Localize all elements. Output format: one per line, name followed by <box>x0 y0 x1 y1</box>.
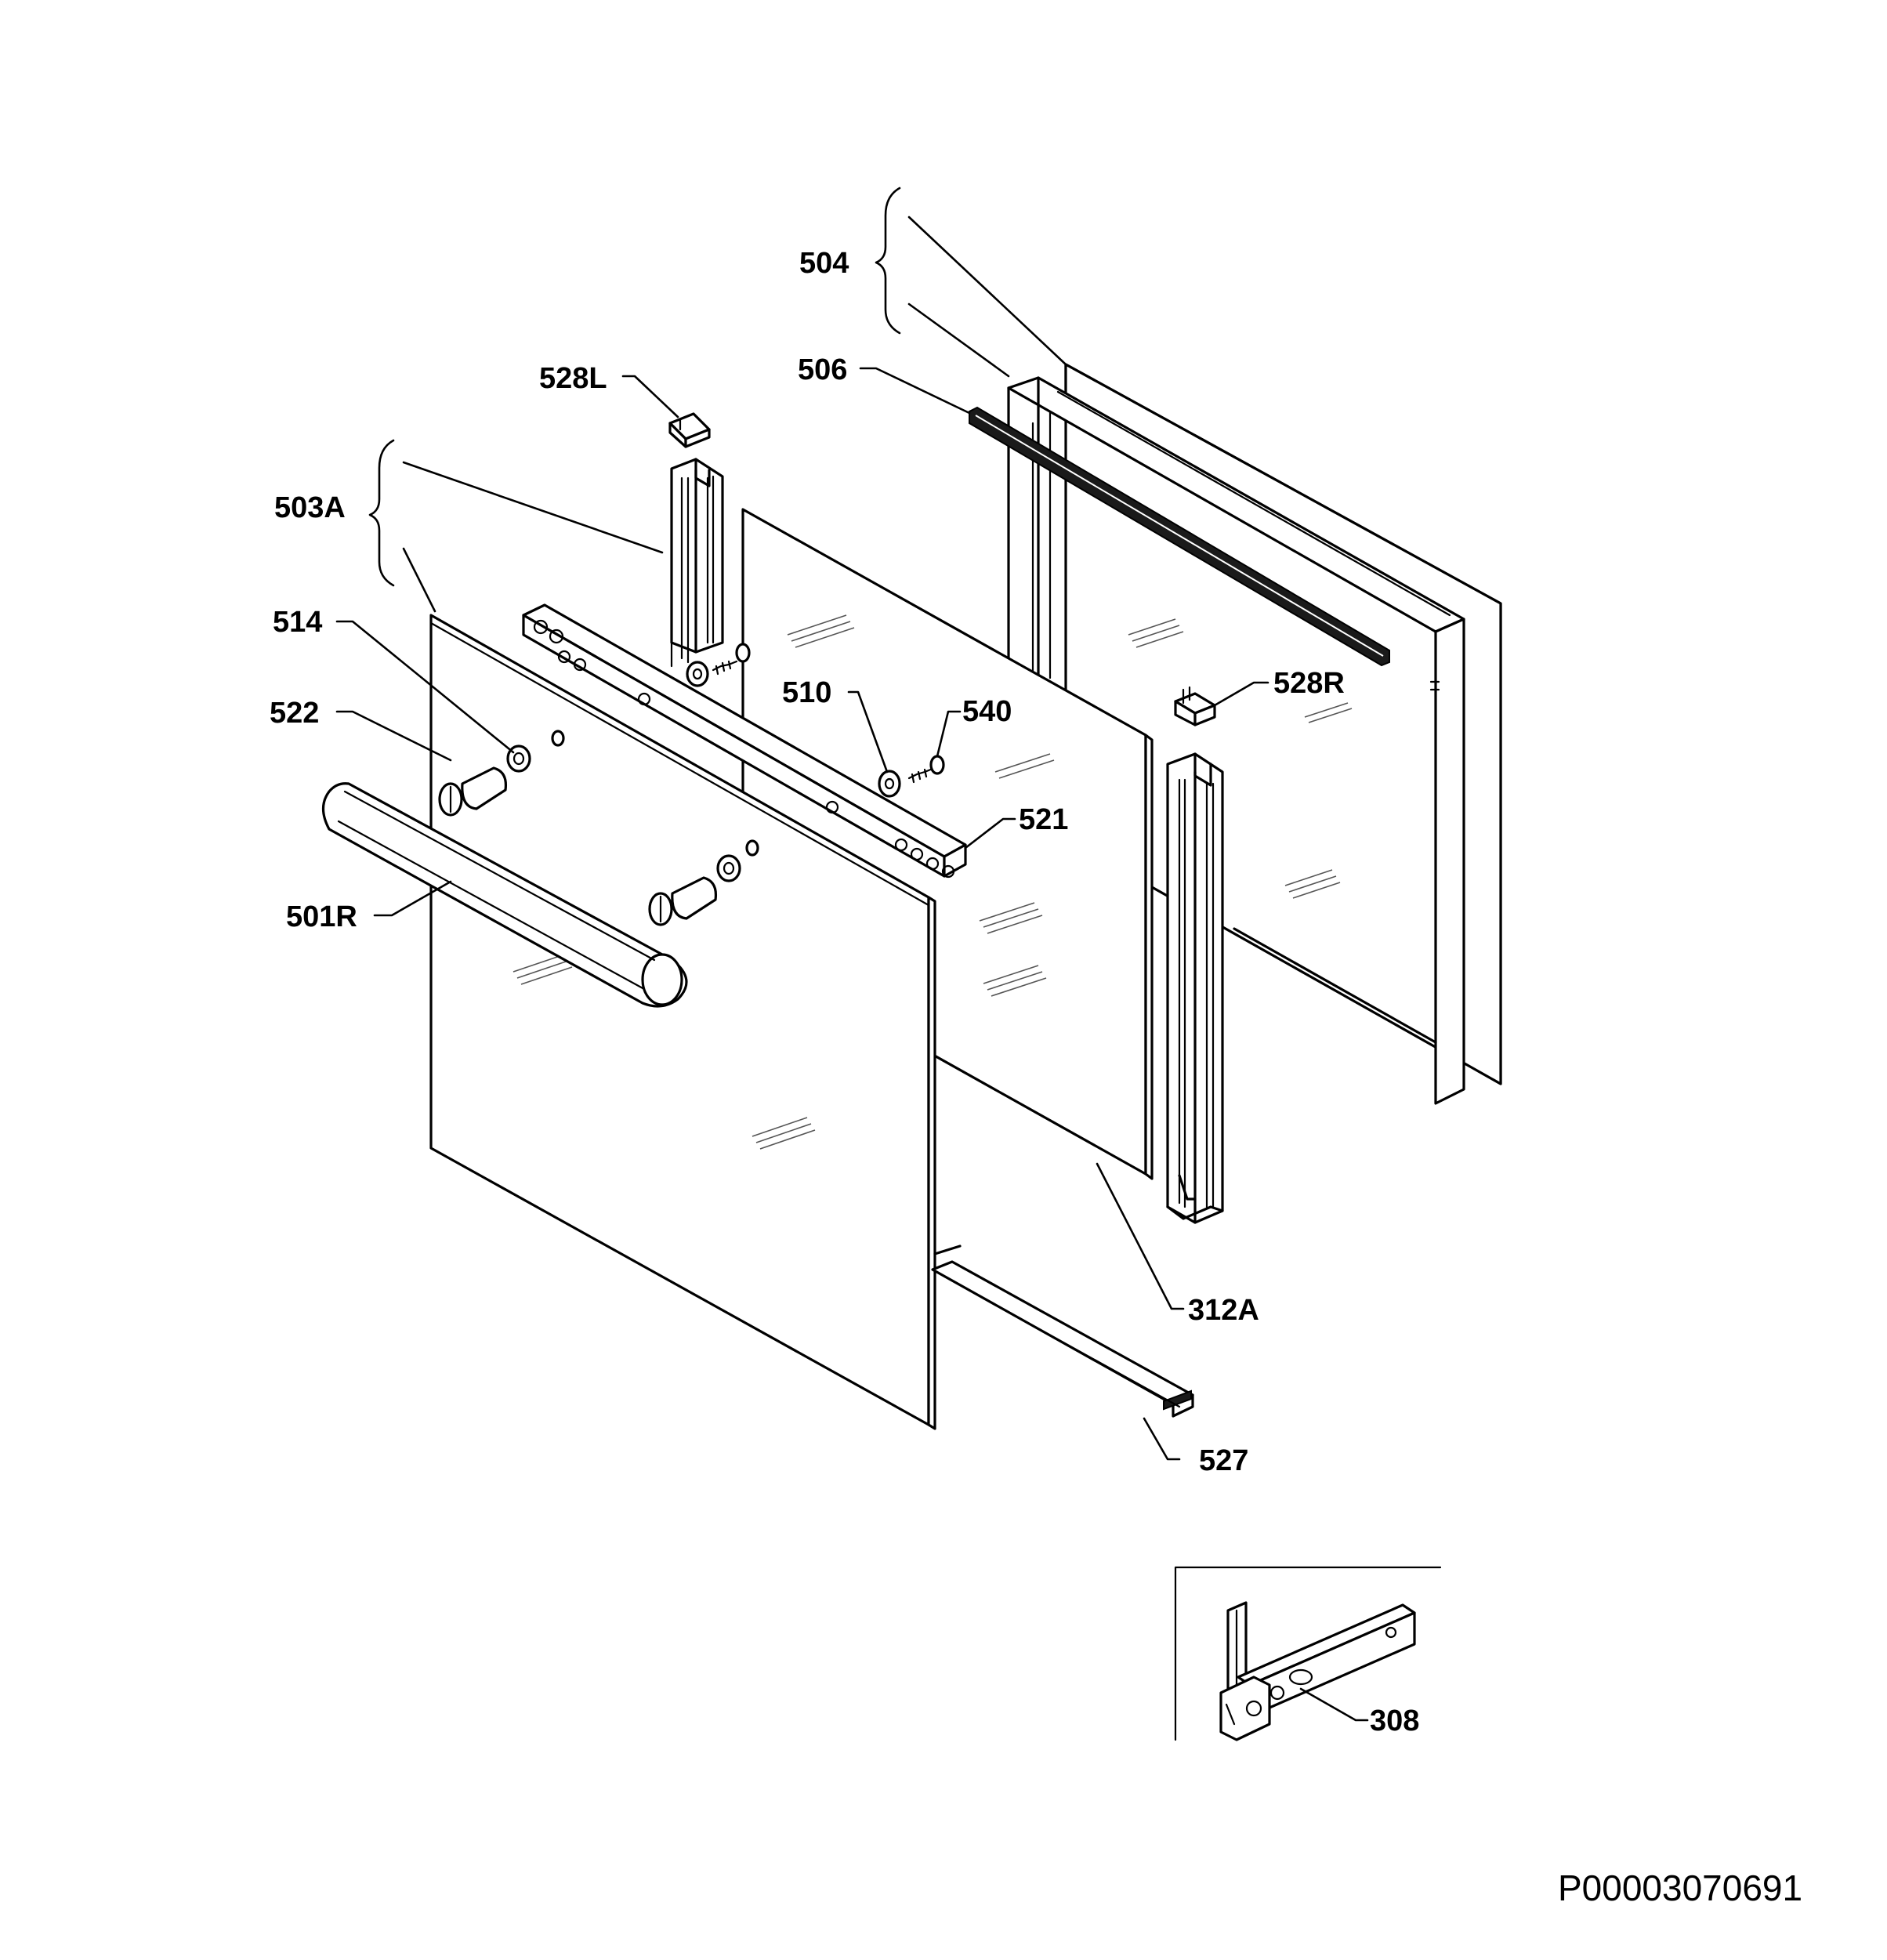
label-506: 506 <box>798 353 847 386</box>
side-profile-right[interactable] <box>1166 752 1224 1224</box>
part-528L-clip-left[interactable] <box>668 412 711 448</box>
document-id: P00003070691 <box>1558 1868 1802 1908</box>
part-503A-side-profile-left[interactable] <box>670 458 724 668</box>
label-501R: 501R <box>286 900 357 933</box>
part-503A-front-glass-panel[interactable] <box>429 614 936 1430</box>
inset-frame <box>1174 1566 1442 1741</box>
part-527-bottom-profile[interactable] <box>931 1244 1194 1418</box>
part-501R-door-handle[interactable] <box>321 782 688 1008</box>
label-527: 527 <box>1199 1444 1248 1477</box>
label-528R: 528R <box>1273 667 1345 700</box>
leader-lines <box>335 187 1369 1722</box>
part-506-seal-strip[interactable] <box>969 406 1390 667</box>
part-510-washer[interactable] <box>878 770 901 798</box>
part-308-hinge[interactable] <box>1219 1601 1416 1741</box>
part-514-spacer-lower[interactable] <box>716 839 759 882</box>
washer-top[interactable] <box>686 661 709 687</box>
label-503A: 503A <box>274 491 346 524</box>
part-521-door-top-bar[interactable] <box>522 603 967 879</box>
label-528L: 528L <box>539 362 607 395</box>
part-522-handle-support-upper[interactable] <box>438 766 508 817</box>
screw-top[interactable] <box>712 643 751 676</box>
label-521: 521 <box>1019 803 1068 836</box>
label-308: 308 <box>1370 1705 1419 1737</box>
part-540-screw[interactable] <box>907 755 945 784</box>
label-504: 504 <box>799 247 849 280</box>
label-540: 540 <box>962 695 1012 728</box>
label-514: 514 <box>273 606 322 639</box>
label-510: 510 <box>782 676 831 709</box>
label-312A: 312A <box>1188 1294 1259 1327</box>
part-522-handle-support-lower[interactable] <box>648 876 718 926</box>
label-522: 522 <box>270 697 319 730</box>
part-504-rear-frame[interactable] <box>1007 376 1465 1105</box>
